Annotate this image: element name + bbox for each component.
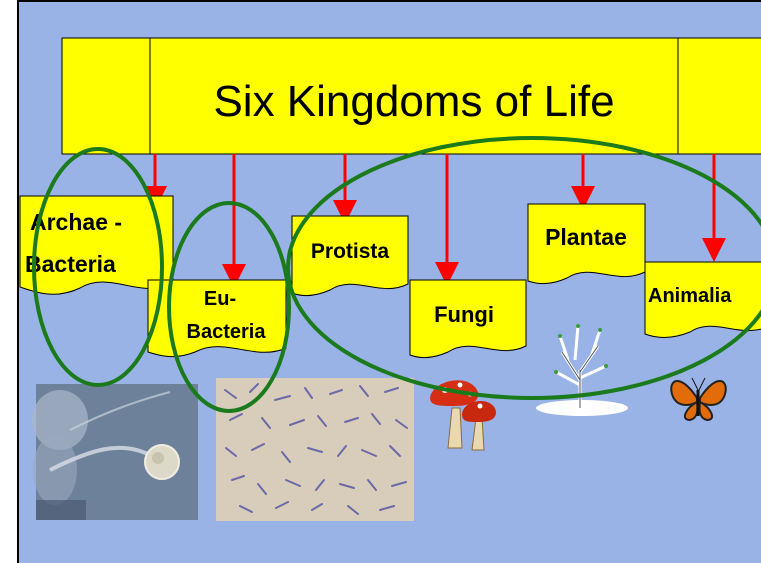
archaea-micrograph-image <box>32 384 198 520</box>
kingdom-boxes <box>20 196 761 358</box>
tree-icon <box>536 324 628 416</box>
label-plantae: Plantae <box>545 224 627 250</box>
title-banner: Six Kingdoms of Life <box>62 38 761 154</box>
label-protista: Protista <box>311 240 390 263</box>
bacteria-micrograph-image <box>216 378 414 521</box>
label-bacteria-1: Bacteria <box>25 251 116 277</box>
label-bacteria-2: Bacteria <box>187 321 267 343</box>
page-title: Six Kingdoms of Life <box>213 77 614 126</box>
label-fungi: Fungi <box>434 302 494 327</box>
label-animalia: Animalia <box>648 285 732 307</box>
label-archae: Archae - <box>30 209 122 235</box>
butterfly-icon <box>671 378 726 420</box>
label-eu: Eu- <box>204 288 236 310</box>
